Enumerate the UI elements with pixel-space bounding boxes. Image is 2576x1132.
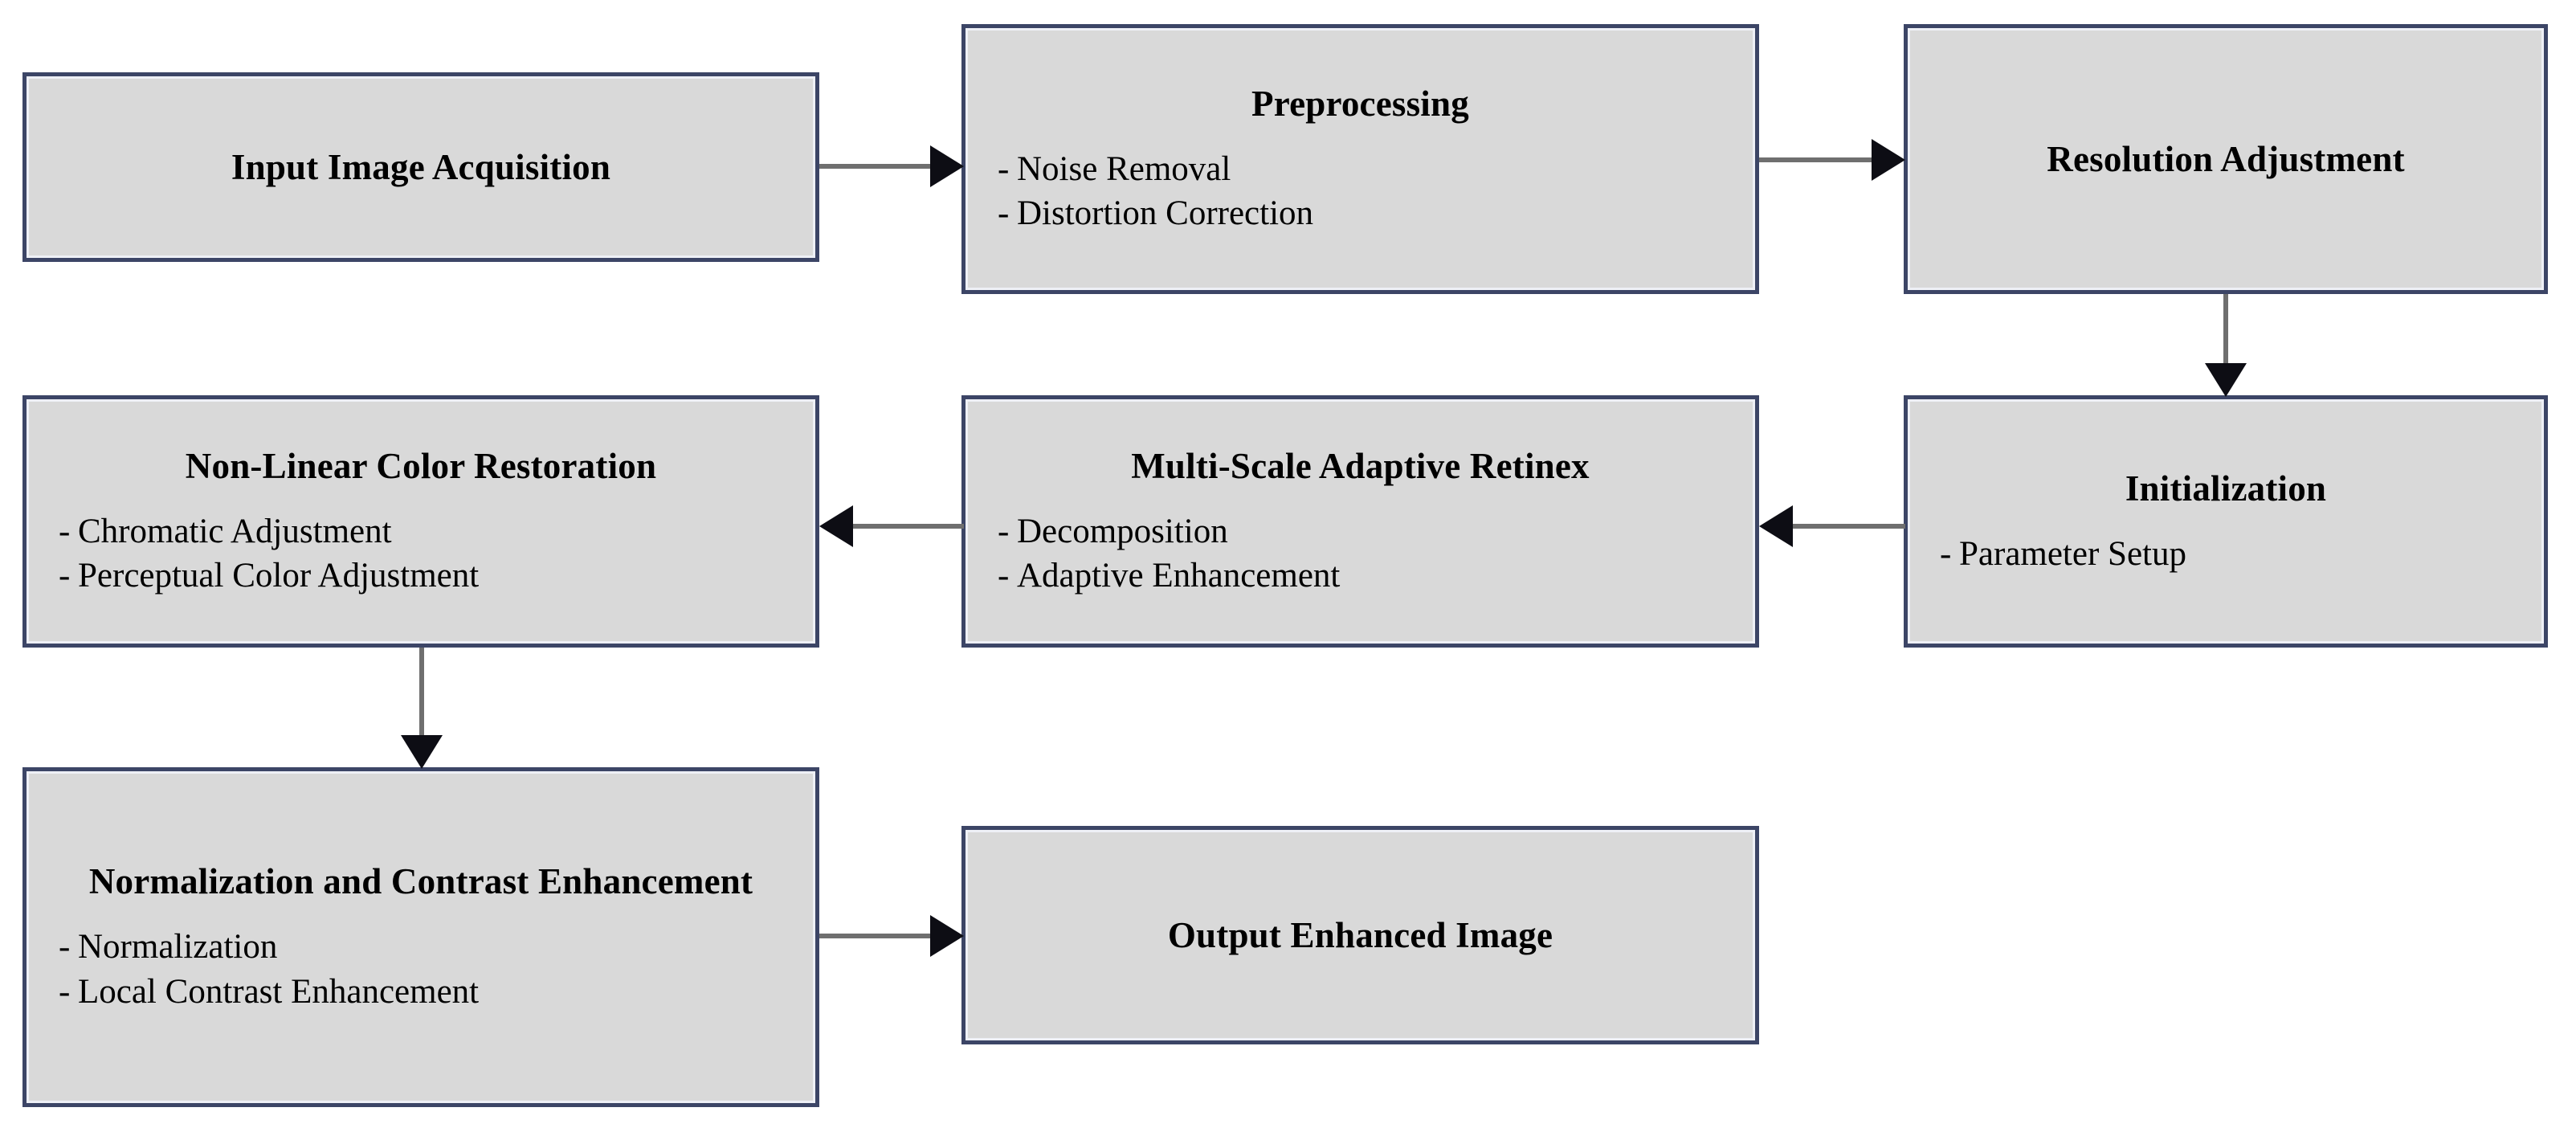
arrow-head-icon — [930, 915, 964, 957]
list-item-label: Parameter Setup — [1959, 534, 2186, 573]
arrow-shaft — [847, 524, 964, 529]
node-title: Non-Linear Color Restoration — [185, 445, 657, 486]
list-item: -Normalization — [59, 925, 815, 970]
arrow-resolution-to-initialization — [2204, 294, 2247, 397]
arrow-shaft — [2223, 294, 2228, 370]
arrow-head-icon — [819, 505, 853, 547]
node-input-image-acquisition[interactable]: Input Image Acquisition — [22, 72, 819, 262]
node-bullet-list: -Noise Removal -Distortion Correction — [965, 147, 1755, 237]
arrow-retinex-to-color-restoration — [819, 505, 964, 548]
node-title: Normalization and Contrast Enhancement — [88, 861, 753, 902]
list-item-label: Perceptual Color Adjustment — [78, 557, 480, 595]
arrow-shaft — [819, 934, 937, 938]
arrow-initialization-to-retinex — [1759, 505, 1905, 548]
node-bullet-list: -Parameter Setup — [1908, 532, 2544, 577]
list-item-label: Decomposition — [1017, 512, 1228, 550]
bullet-dash-icon: - — [1940, 534, 1952, 573]
arrow-shaft — [1759, 157, 1878, 162]
node-title: Resolution Adjustment — [2047, 138, 2405, 179]
node-preprocessing[interactable]: Preprocessing -Noise Removal -Distortion… — [961, 24, 1759, 294]
list-item: -Noise Removal — [998, 147, 1755, 192]
list-item-label: Noise Removal — [1017, 149, 1231, 188]
node-bullet-list: -Normalization -Local Contrast Enhanceme… — [27, 925, 815, 1015]
bullet-dash-icon: - — [998, 557, 1010, 595]
list-item: -Chromatic Adjustment — [59, 509, 815, 554]
arrow-head-icon — [2205, 363, 2247, 397]
list-item: -Distortion Correction — [998, 191, 1755, 236]
bullet-dash-icon: - — [59, 512, 71, 550]
node-title: Preprocessing — [1251, 83, 1469, 124]
node-output-enhanced-image[interactable]: Output Enhanced Image — [961, 826, 1759, 1044]
list-item-label: Distortion Correction — [1017, 194, 1314, 233]
arrow-head-icon — [401, 735, 443, 769]
arrow-head-icon — [1872, 139, 1905, 181]
arrow-head-icon — [1759, 505, 1793, 547]
node-non-linear-color-restoration[interactable]: Non-Linear Color Restoration -Chromatic … — [22, 395, 819, 648]
node-title: Multi-Scale Adaptive Retinex — [1131, 445, 1590, 486]
arrow-normalization-to-output — [819, 914, 964, 958]
list-item: -Decomposition — [998, 509, 1755, 554]
node-bullet-list: -Decomposition -Adaptive Enhancement — [965, 509, 1755, 599]
node-title: Output Enhanced Image — [1167, 914, 1553, 955]
arrow-input-to-preprocessing — [819, 145, 964, 188]
arrow-shaft — [419, 648, 424, 742]
node-normalization-contrast-enhancement[interactable]: Normalization and Contrast Enhancement -… — [22, 767, 819, 1107]
list-item-label: Chromatic Adjustment — [78, 512, 392, 550]
list-item-label: Adaptive Enhancement — [1017, 557, 1341, 595]
node-bullet-list: -Chromatic Adjustment -Perceptual Color … — [27, 509, 815, 599]
list-item: -Perceptual Color Adjustment — [59, 554, 815, 599]
bullet-dash-icon: - — [59, 928, 71, 966]
node-resolution-adjustment[interactable]: Resolution Adjustment — [1904, 24, 2548, 294]
arrow-color-restoration-to-normalization — [400, 648, 443, 769]
list-item: -Parameter Setup — [1940, 532, 2544, 577]
bullet-dash-icon: - — [998, 512, 1010, 550]
bullet-dash-icon: - — [998, 194, 1010, 233]
list-item: -Adaptive Enhancement — [998, 554, 1755, 599]
bullet-dash-icon: - — [998, 149, 1010, 188]
list-item: -Local Contrast Enhancement — [59, 970, 815, 1015]
bullet-dash-icon: - — [59, 972, 71, 1011]
arrow-shaft — [1786, 524, 1905, 529]
bullet-dash-icon: - — [59, 557, 71, 595]
list-item-label: Local Contrast Enhancement — [78, 972, 480, 1011]
node-title: Initialization — [2125, 468, 2327, 509]
node-multi-scale-adaptive-retinex[interactable]: Multi-Scale Adaptive Retinex -Decomposit… — [961, 395, 1759, 648]
list-item-label: Normalization — [78, 928, 278, 966]
arrow-head-icon — [930, 145, 964, 187]
node-title: Input Image Acquisition — [231, 146, 611, 187]
node-initialization[interactable]: Initialization -Parameter Setup — [1904, 395, 2548, 648]
arrow-shaft — [819, 164, 937, 169]
arrow-preprocessing-to-resolution — [1759, 138, 1905, 182]
